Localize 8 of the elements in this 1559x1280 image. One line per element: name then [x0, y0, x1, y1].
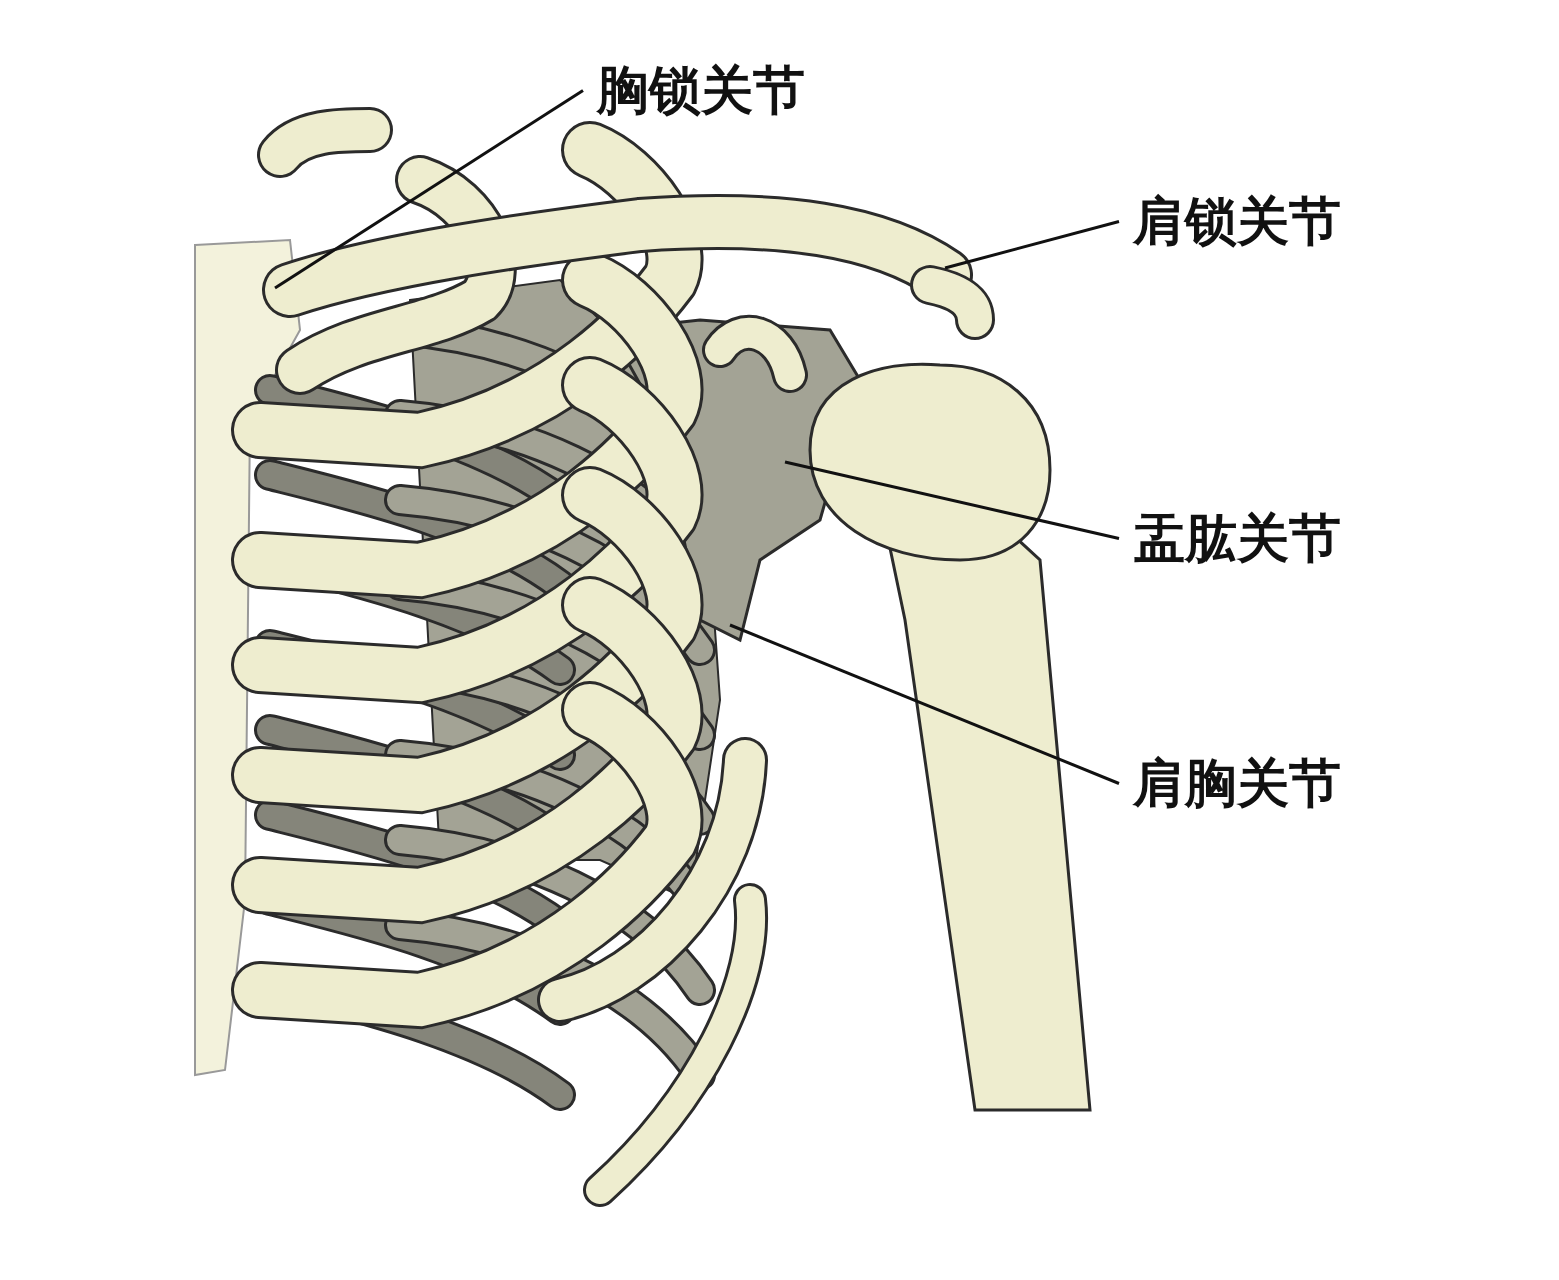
joint-label: 盂肱关节 [1133, 508, 1341, 568]
joint-label: 胸锁关节 [597, 60, 805, 120]
joint-label: 肩锁关节 [1133, 191, 1341, 251]
leader-line [784, 460, 1120, 540]
leader-line [729, 623, 1120, 785]
leader-line [274, 89, 584, 290]
leader-line [944, 220, 1120, 270]
joint-label: 肩胸关节 [1133, 753, 1341, 813]
